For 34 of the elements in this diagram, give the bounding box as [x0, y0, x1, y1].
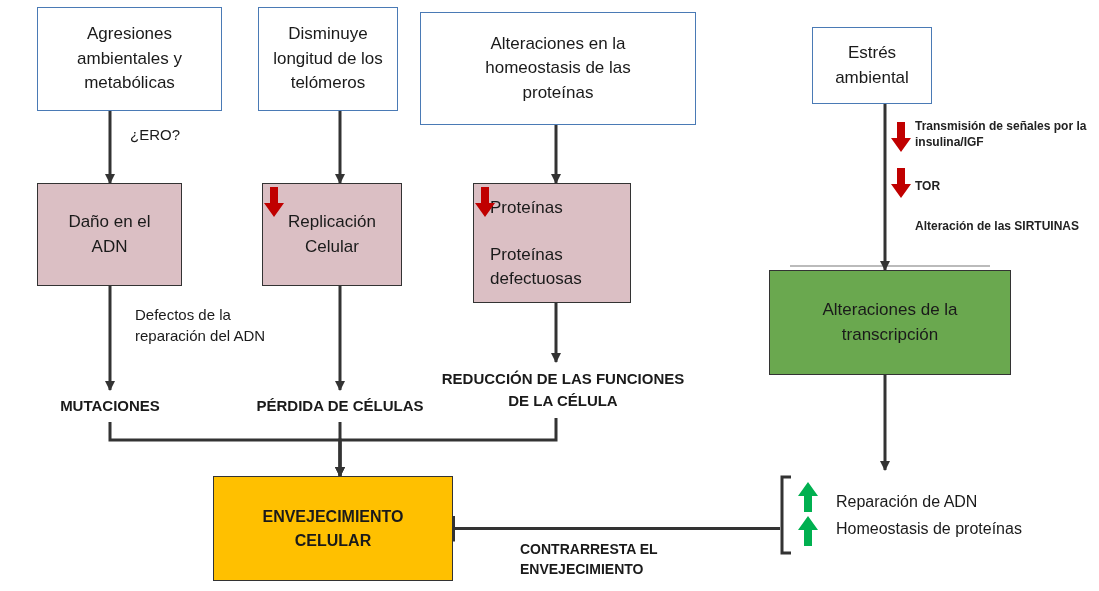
inhibition-line: [452, 515, 780, 542]
process-box: [420, 12, 696, 125]
arrow: [880, 375, 890, 471]
node-text: Disminuye longitud de los telómeros: [272, 23, 384, 95]
node-text: PÉRDIDA DE CÉLULAS: [256, 396, 424, 417]
arrow: [335, 418, 558, 477]
node-text: Alteraciones de la transcripción: [821, 298, 959, 346]
arrow: [335, 286, 345, 391]
node-text: Estrés ambiental: [834, 41, 910, 89]
arrow: [551, 125, 561, 184]
node-text: Agresiones ambientales y metabólicas: [76, 23, 183, 95]
process-box: [473, 183, 631, 303]
node-text: Proteínas defectuosas: [490, 243, 583, 291]
arrow: [551, 303, 561, 363]
arrow: [105, 286, 115, 391]
node-text: MUTACIONES: [60, 396, 160, 417]
node-text: Reparación de ADN: [836, 491, 978, 512]
node-text: Alteraciones en la homeostasis de las proteínas: [484, 32, 632, 104]
process-box: [37, 7, 222, 111]
node-text: REDUCCIÓN DE LAS FUNCIONES DE LA CÉLULA: [440, 369, 686, 411]
arrow: [880, 104, 890, 271]
node-text: ENVEJECIMIENTO CELULAR: [261, 507, 405, 551]
process-box: [812, 27, 932, 104]
process-box: [258, 7, 398, 111]
node-text: Replicación Celular: [287, 210, 377, 258]
node-text: Homeostasis de proteínas: [836, 519, 1022, 539]
node-text: Proteínas: [490, 197, 563, 219]
process-box: [213, 476, 453, 581]
node-text: Daño en el ADN: [67, 210, 152, 258]
process-box: [37, 183, 182, 286]
arrow: [105, 111, 115, 184]
process-box: [262, 183, 402, 286]
process-box: [769, 270, 1011, 375]
arrow: [335, 111, 345, 184]
